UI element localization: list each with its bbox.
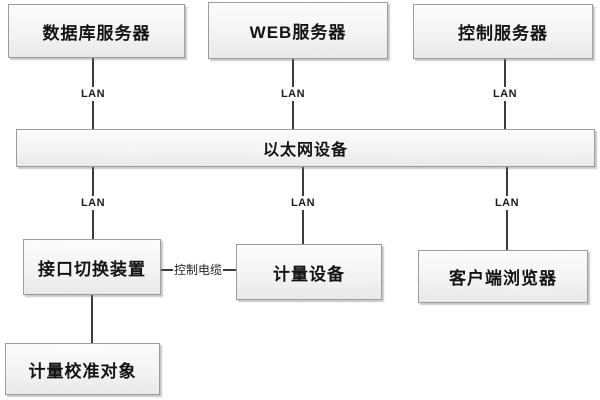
node-database-server: 数据库服务器 [8, 4, 185, 58]
node-metering-device: 计量设备 [236, 244, 382, 300]
lan-label: LAN [78, 196, 108, 210]
node-web-server: WEB服务器 [208, 2, 388, 59]
lan-label: LAN [492, 196, 522, 210]
lan-label: LAN [490, 87, 520, 101]
node-metering-calibration-target: 计量校准对象 [5, 343, 160, 395]
node-control-server: 控制服务器 [413, 4, 593, 59]
node-ethernet-device: 以太网设备 [16, 129, 595, 167]
node-client-browser: 客户端浏览器 [418, 250, 588, 303]
lan-label: LAN [78, 87, 108, 101]
lan-label: LAN [278, 87, 308, 101]
node-interface-switching-device: 接口切换装置 [23, 239, 161, 295]
control-cable-label: 控制电缆 [172, 263, 224, 277]
connector-switch-to-target [91, 295, 93, 343]
lan-label: LAN [288, 196, 318, 210]
